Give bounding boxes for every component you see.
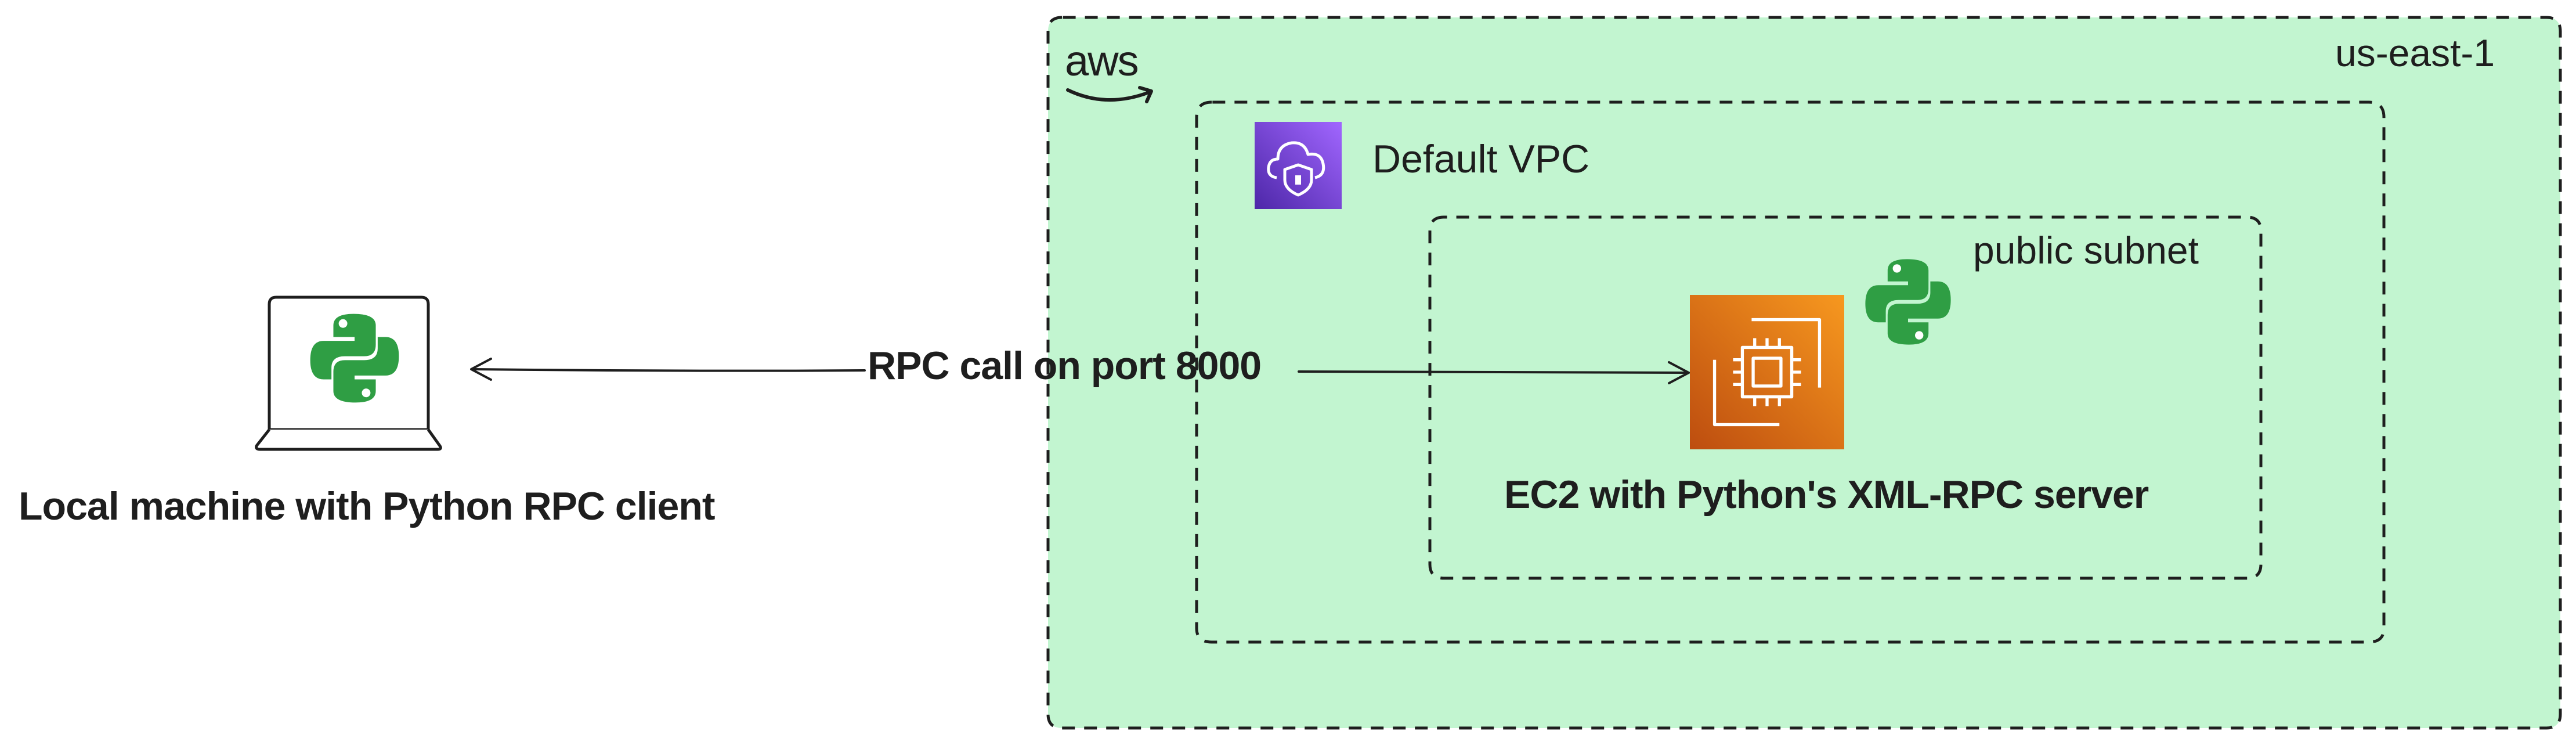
python-logo-icon	[1865, 259, 1951, 345]
aws-smile-icon	[1066, 86, 1153, 103]
vpc-container	[1195, 100, 2386, 644]
arrow-head-right	[1668, 361, 1690, 384]
aws-logo-text: aws	[1065, 37, 1139, 85]
subnet-container	[1428, 215, 2263, 580]
vpc-icon	[1255, 122, 1342, 209]
subnet-label: public subnet	[1973, 229, 2199, 272]
server-label: EC2 with Python's XML-RPC server	[1504, 473, 2149, 517]
laptop-python-icon	[255, 295, 442, 451]
client-label: Local machine with Python RPC client	[19, 484, 716, 528]
vpc-label: Default VPC	[1372, 137, 1590, 181]
region-label: us-east-1	[2335, 31, 2495, 74]
arrow-head-left	[470, 358, 492, 381]
connection-label: RPC call on port 8000	[868, 344, 1262, 388]
ec2-chip-icon	[1690, 295, 1844, 449]
